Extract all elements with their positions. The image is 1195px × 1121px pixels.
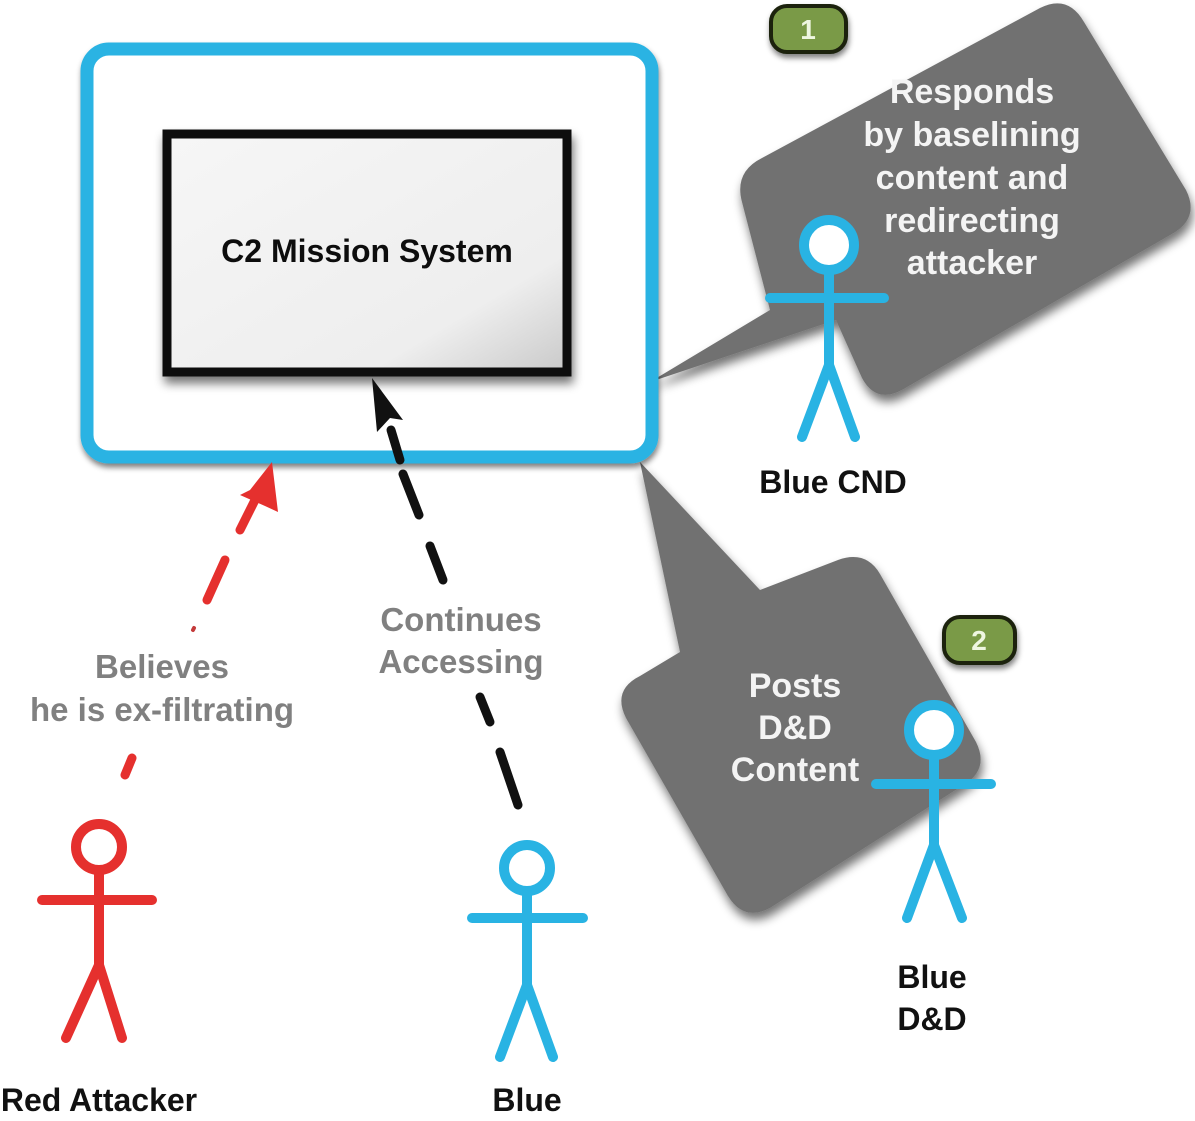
blue-cnd-label: Blue CND xyxy=(759,464,907,500)
svg-text:content and: content and xyxy=(876,159,1069,197)
c2-mission-system-label: C2 Mission System xyxy=(221,233,513,269)
callout-1 xyxy=(650,3,1191,395)
red-arrow xyxy=(120,462,278,780)
svg-text:he is ex-filtrating: he is ex-filtrating xyxy=(30,691,294,728)
svg-text:Responds: Responds xyxy=(890,73,1054,111)
svg-text:Accessing: Accessing xyxy=(378,643,543,680)
red-attacker-label: Red Attacker xyxy=(1,1082,197,1118)
svg-text:redirecting: redirecting xyxy=(884,202,1060,240)
callout-2-bubble xyxy=(621,462,981,913)
svg-text:Continues: Continues xyxy=(380,601,541,638)
svg-text:2: 2 xyxy=(971,625,987,656)
blue-figure[interactable] xyxy=(467,840,588,1062)
blue-label: Blue xyxy=(492,1082,561,1118)
blue-dd-label-line-2: D&D xyxy=(897,1001,966,1037)
black-arrowhead xyxy=(372,378,403,432)
red-arrowhead xyxy=(240,462,278,512)
blue-head xyxy=(499,840,555,896)
black-arrow xyxy=(372,378,523,810)
red-attacker-head xyxy=(71,819,127,875)
step-badge-2: 2 xyxy=(942,615,1017,665)
svg-text:1: 1 xyxy=(800,14,816,45)
black-arrow-label: Continues Accessing xyxy=(378,601,543,680)
svg-text:Content: Content xyxy=(731,751,859,789)
svg-text:D&D: D&D xyxy=(758,709,832,747)
blue-cnd-head xyxy=(799,215,859,275)
svg-text:attacker: attacker xyxy=(907,244,1037,282)
red-arrow-label: Believes he is ex-filtrating xyxy=(30,648,294,728)
svg-text:Posts: Posts xyxy=(749,667,842,705)
callout-2-text: Posts D&D Content xyxy=(731,667,859,789)
blue-dd-figure[interactable] xyxy=(871,700,996,923)
blue-cnd-figure[interactable] xyxy=(765,215,889,442)
callout-2 xyxy=(621,462,981,913)
callout-1-bubble xyxy=(650,3,1191,395)
blue-dd-head xyxy=(904,700,964,760)
step-badge-1: 1 xyxy=(769,4,848,54)
svg-text:by baselining: by baselining xyxy=(863,116,1080,154)
callout-1-text: Responds by baselining content and redir… xyxy=(863,73,1080,282)
c2-mission-system-box[interactable]: C2 Mission System xyxy=(162,129,572,377)
red-attacker-figure[interactable] xyxy=(37,819,157,1043)
blue-dd-label-line-1: Blue xyxy=(897,959,966,995)
svg-text:Believes: Believes xyxy=(95,648,229,685)
